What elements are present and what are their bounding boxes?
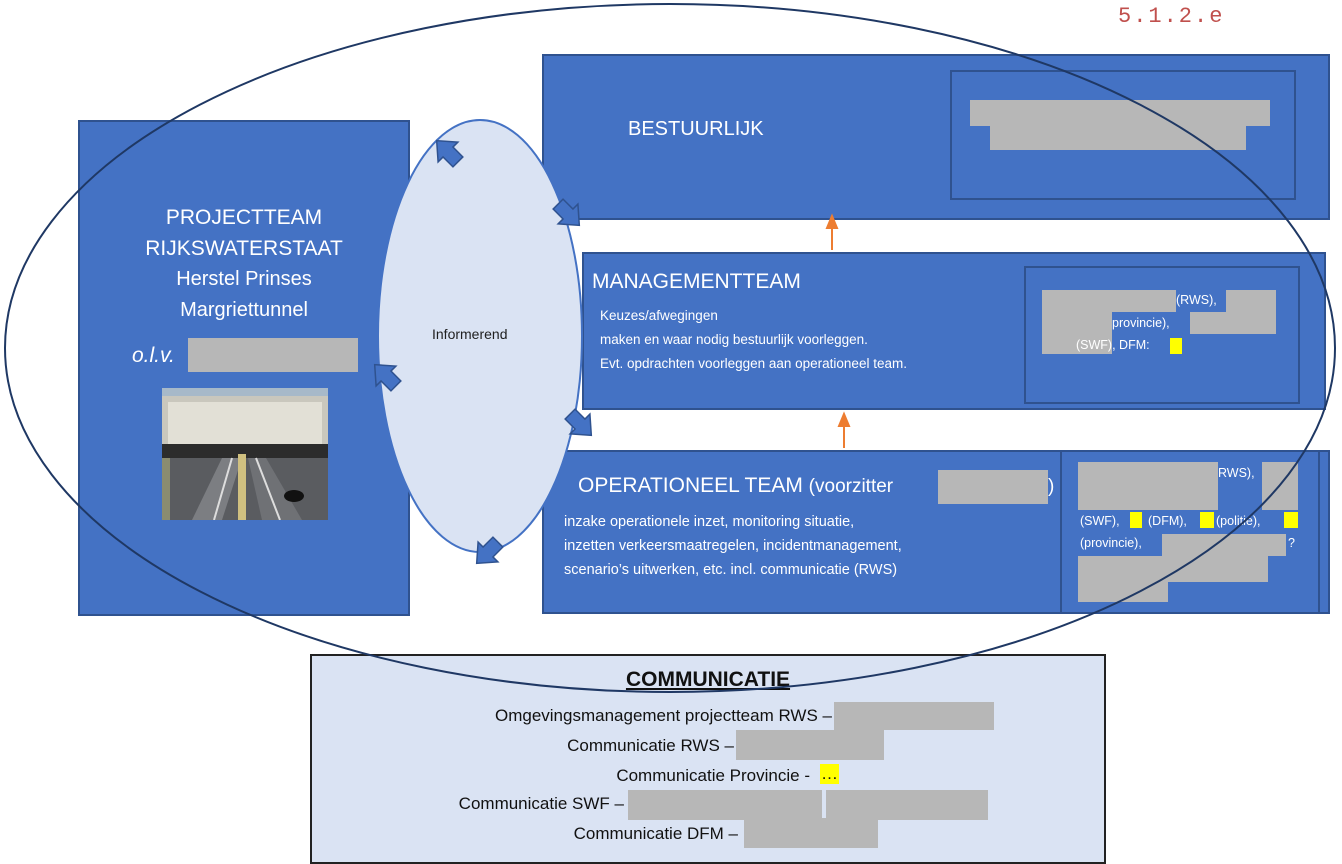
redacted-block: [990, 126, 1246, 150]
managementteam-member-swf: (SWF), DFM:: [1076, 338, 1150, 352]
operationeel-line3: scenario’s uitwerken, etc. incl. communi…: [564, 562, 898, 578]
redacted-block: [1162, 534, 1286, 556]
redacted-block: [938, 470, 1048, 504]
managementteam-members-box: (RWS), provincie), (SWF), DFM:: [1024, 266, 1300, 404]
arrow-up-icon: [837, 411, 851, 448]
redacted-block: [1190, 312, 1276, 334]
managementteam-member-provincie: provincie),: [1112, 316, 1170, 330]
highlight-marker: [1284, 512, 1298, 528]
redacted-block: [1042, 312, 1112, 354]
redacted-block: [628, 790, 822, 820]
redacted-block: [1042, 290, 1176, 312]
operationeel-close-paren: ): [1048, 476, 1055, 497]
managementteam-member-rws: (RWS),: [1176, 293, 1217, 307]
redacted-block: [1226, 290, 1276, 312]
redacted-block: [1078, 556, 1268, 582]
operationeel-member-swf: (SWF),: [1080, 514, 1120, 528]
highlight-marker: [1200, 512, 1214, 528]
projectteam-title-line2: RIJKSWATERSTAAT: [145, 237, 343, 260]
communicatie-provincie-value: …: [820, 764, 839, 784]
projectteam-subtitle-line2: Margriettunnel: [180, 299, 308, 321]
bestuurlijk-members-box: [950, 70, 1296, 200]
operationeel-title: OPERATIONEEL TEAM: [578, 474, 803, 497]
highlight-marker: [1130, 512, 1142, 528]
arrow-down-left-icon: [475, 536, 504, 565]
projectteam-subtitle-line1: Herstel Prinses: [176, 268, 312, 290]
operationeel-box: OPERATIONEEL TEAM (voorzitter ) inzake o…: [542, 450, 1330, 614]
operationeel-member-rws: RWS),: [1218, 466, 1255, 480]
communicatie-line-omgeving: Omgevingsmanagement projectteam RWS –: [494, 706, 832, 725]
highlight-marker: [1170, 338, 1182, 354]
projectteam-box: PROJECTTEAM RIJKSWATERSTAAT Herstel Prin…: [78, 120, 410, 616]
projectteam-olv-label: o.l.v.: [132, 344, 175, 367]
arrow-down-right-icon: [564, 408, 593, 437]
redacted-block: [744, 818, 878, 848]
tunnel-photo: [162, 388, 328, 520]
operationeel-member-provincie: (provincie),: [1080, 536, 1142, 550]
bestuurlijk-box: BESTUURLIJK: [542, 54, 1330, 220]
redacted-block: [826, 790, 988, 820]
arrow-up-icon: [825, 213, 839, 250]
classification-stamp: 5.1.2.e: [1118, 4, 1225, 29]
communicatie-line-provincie: Communicatie Provincie -: [616, 766, 810, 785]
managementteam-line3: Evt. opdrachten voorleggen aan operation…: [600, 356, 907, 371]
redacted-block: [834, 702, 994, 730]
managementteam-box: MANAGEMENTTEAM Keuzes/afwegingen maken e…: [582, 252, 1326, 410]
communicatie-line-rws: Communicatie RWS –: [567, 736, 734, 755]
managementteam-line2: maken en waar nodig bestuurlijk voorlegg…: [600, 332, 868, 347]
communicatie-title: COMMUNICATIE: [625, 668, 791, 691]
communicatie-box: COMMUNICATIE Omgevingsmanagement project…: [310, 654, 1106, 864]
arrow-down-right-icon: [552, 198, 581, 227]
redacted-block: [1078, 582, 1168, 602]
outer-ellipse: [4, 3, 1336, 693]
operationeel-member-dfm: (DFM),: [1148, 514, 1187, 528]
redacted-block: [970, 100, 1270, 126]
bestuurlijk-title: BESTUURLIJK: [628, 118, 764, 140]
arrow-up-left-icon: [373, 363, 402, 392]
managementteam-line1: Keuzes/afwegingen: [600, 308, 718, 323]
communicatie-line-dfm: Communicatie DFM –: [573, 824, 738, 843]
operationeel-line1: inzake operationele inzet, monitoring si…: [564, 514, 855, 530]
projectteam-title-line1: PROJECTTEAM: [165, 206, 323, 229]
arrow-up-right-icon: [435, 139, 464, 168]
redacted-block: [1078, 462, 1218, 510]
managementteam-title: MANAGEMENTTEAM: [592, 270, 801, 293]
communicatie-line-swf: Communicatie SWF –: [458, 794, 624, 813]
informerend-label: Informerend: [432, 326, 508, 342]
redacted-block: [736, 730, 884, 760]
operationeel-line2: inzetten verkeersmaatregelen, incidentma…: [564, 538, 902, 554]
redacted-block: [188, 338, 358, 372]
operationeel-member-question: ?: [1288, 536, 1295, 550]
operationeel-voorzitter: (voorzitter: [808, 476, 894, 497]
